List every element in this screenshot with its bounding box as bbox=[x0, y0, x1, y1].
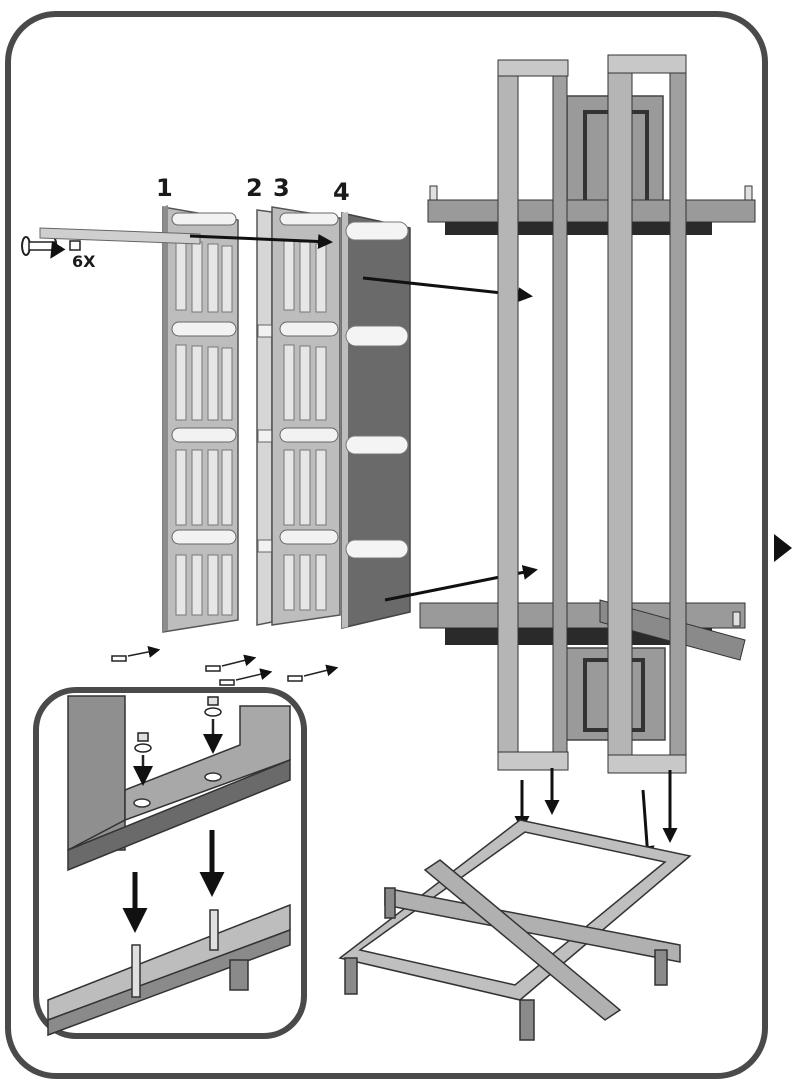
panel-1 bbox=[162, 205, 239, 633]
panel-label-2: 2 bbox=[246, 174, 263, 202]
screw-icon bbox=[21, 227, 201, 259]
bottom-screws bbox=[111, 645, 339, 686]
detail-washers bbox=[133, 696, 223, 786]
base-frame bbox=[338, 819, 692, 1041]
detail-base-rail bbox=[47, 903, 291, 1037]
panel-3 bbox=[271, 206, 341, 626]
tower-frame bbox=[419, 54, 756, 774]
panel-4 bbox=[341, 212, 411, 629]
panel-2 bbox=[256, 209, 273, 626]
panel-label-1: 1 bbox=[156, 174, 173, 202]
detail-frame-corner bbox=[67, 695, 291, 872]
screw-quantity: 6X bbox=[72, 252, 96, 271]
triangle-right-icon bbox=[774, 534, 792, 562]
panel-label-4: 4 bbox=[333, 178, 350, 206]
panel-label-3: 3 bbox=[273, 174, 290, 202]
